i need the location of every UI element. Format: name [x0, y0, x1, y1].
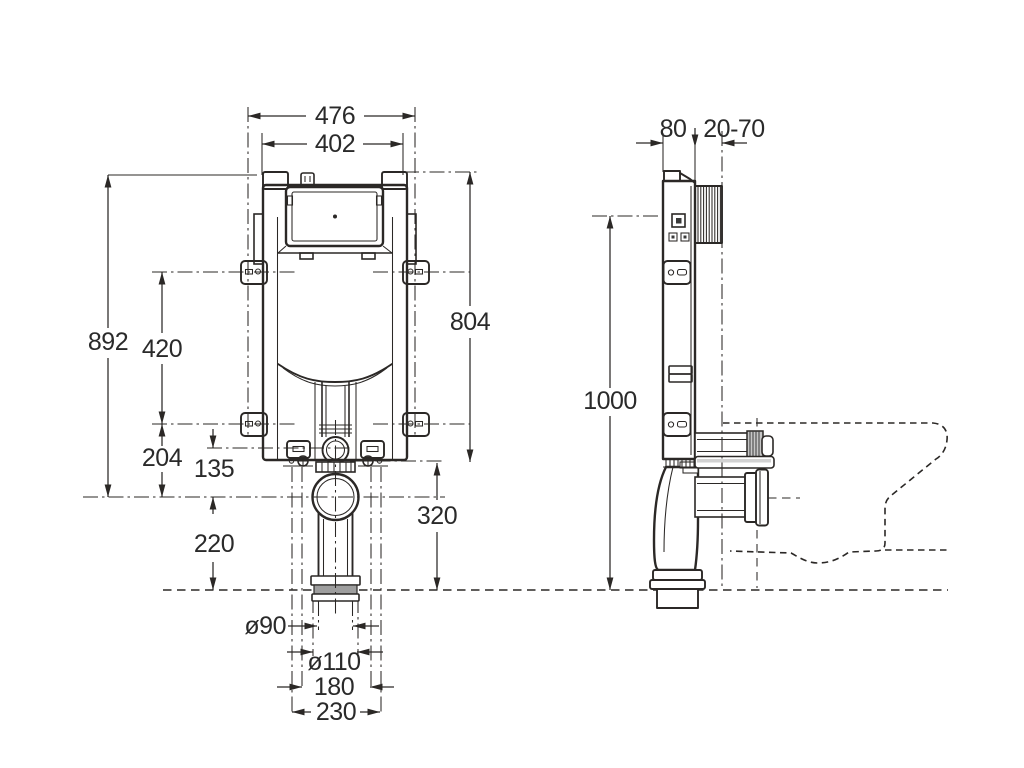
dim-overall-width: 476: [315, 102, 355, 130]
adjustment-rack: [663, 459, 698, 468]
top-cap: [663, 170, 681, 182]
dim-bracket-to-outlet: 204: [142, 444, 183, 472]
dim-finish-adjust-range: 20-70: [703, 115, 764, 143]
water-inlet-connection: [668, 213, 690, 242]
frame-body: [261, 183, 409, 462]
dim-frame-height: 804: [450, 308, 491, 336]
reference-lines: [83, 107, 948, 714]
dim-flush-pipe-diameter: ø90: [244, 612, 286, 640]
dim-outlet-axis-height: 220: [194, 530, 234, 558]
drain-elbow: [649, 461, 706, 609]
tank-tray: [277, 245, 393, 260]
flush-connector-pipe: [694, 430, 774, 461]
mounting-plate: [694, 455, 775, 469]
cistern-access-window: [284, 185, 385, 248]
corrugated-connector: [746, 430, 764, 461]
outlet-connector-pipe: [694, 468, 769, 527]
dim-frame-depth: 80: [660, 115, 687, 143]
left-side-lip: [253, 213, 264, 265]
flush-down-pipe: [319, 382, 352, 437]
dim-bracket-span: 420: [142, 335, 182, 363]
dim-tab-width: 402: [315, 130, 355, 158]
side-frame-column: [661, 170, 698, 468]
dim-outlet-pipe-diameter: ø110: [307, 648, 360, 676]
dim-fixing-inner-width: 180: [314, 673, 354, 701]
wall-brackets: [240, 260, 430, 437]
dim-total-height: 892: [88, 328, 128, 356]
toilet-outline: [723, 422, 948, 564]
side-view: [649, 170, 775, 609]
drain-pipe: [317, 512, 354, 577]
dim-fixing-outer-width: 230: [316, 698, 356, 726]
elbow-outlet-below-floor: [656, 588, 699, 609]
dimensions-side: 80 20-70 1000: [583, 115, 765, 590]
tank-depth-hatch: [694, 185, 723, 244]
outlet-socket-ring: [755, 468, 769, 527]
overlay-centerlines: [334, 131, 723, 614]
dimensions-front: 476 402 892 420 204 135 220 804 320: [88, 102, 491, 726]
dim-foot-to-outlet: 135: [194, 455, 234, 483]
elbow-flange-lower: [649, 579, 706, 590]
connector-end-cap: [761, 435, 774, 457]
dim-inlet-height: 1000: [583, 387, 637, 415]
tank-bottom-inner-curve: [282, 367, 388, 387]
tank-bottom-curve: [277, 363, 393, 383]
dim-bottom-clearance: 320: [417, 502, 457, 530]
side-bracket-plates: [662, 260, 693, 437]
elbow-flange-upper: [652, 569, 703, 581]
